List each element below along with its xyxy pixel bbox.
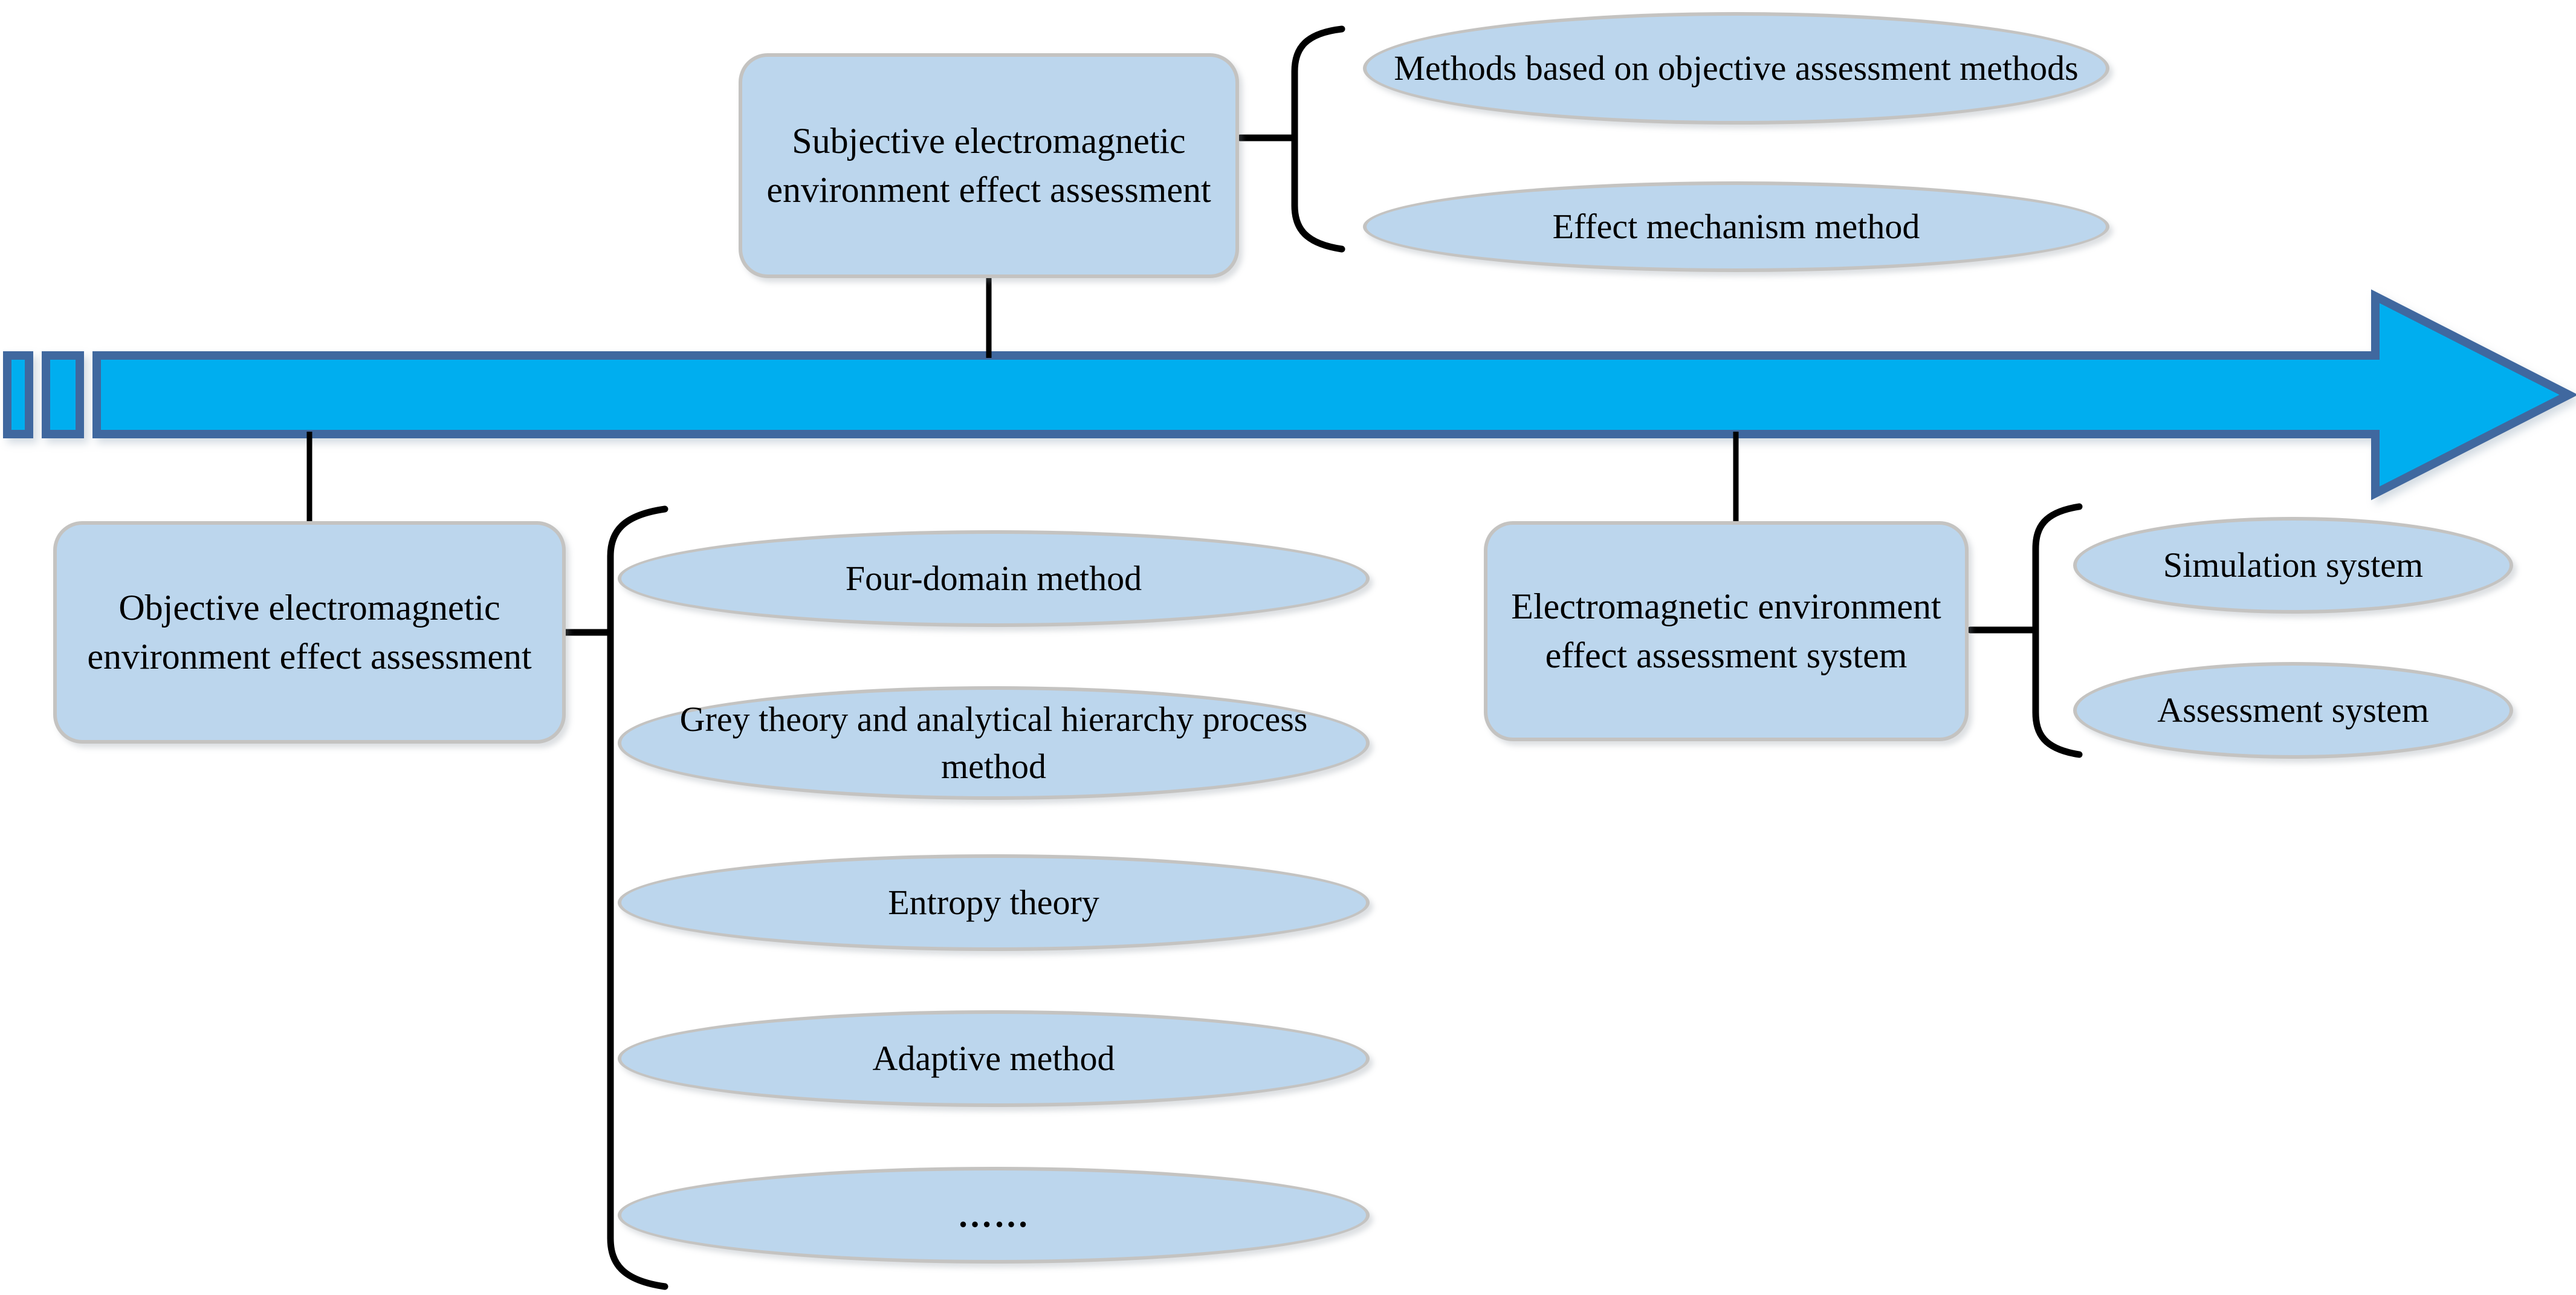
node-subjective-assessment-label: Subjective electromagnetic environment e… (766, 121, 1211, 210)
node-objective-assessment-label: Objective electromagnetic environment ef… (87, 588, 532, 677)
ellipse-assessment-system-label: Assessment system (2157, 690, 2429, 730)
brace-subjective-methods (1237, 25, 1345, 253)
node-assessment-system[interactable]: Electromagnetic environment effect asses… (1484, 521, 1969, 741)
ellipse-more-methods-label: …… (957, 1195, 1030, 1235)
ellipse-four-domain-method-label: Four-domain method (845, 558, 1142, 598)
ellipse-grey-theory-ahp-method[interactable]: Grey theory and analytical hierarchy pro… (618, 686, 1370, 800)
ellipse-entropy-theory-label: Entropy theory (888, 882, 1099, 922)
node-objective-assessment[interactable]: Objective electromagnetic environment ef… (53, 521, 566, 744)
ellipse-grey-theory-ahp-method-label: Grey theory and analytical hierarchy pro… (679, 699, 1308, 786)
ellipse-entropy-theory[interactable]: Entropy theory (618, 854, 1370, 951)
ellipse-simulation-system[interactable]: Simulation system (2073, 517, 2513, 614)
ellipse-assessment-system[interactable]: Assessment system (2073, 662, 2513, 759)
ellipse-adaptive-method[interactable]: Adaptive method (618, 1010, 1370, 1107)
ellipse-four-domain-method[interactable]: Four-domain method (618, 530, 1370, 627)
ellipse-effect-mechanism-method-label: Effect mechanism method (1552, 206, 1920, 246)
node-assessment-system-label: Electromagnetic environment effect asses… (1511, 586, 1941, 675)
ellipse-methods-based-on-objective-assessment-methods[interactable]: Methods based on objective assessment me… (1363, 12, 2109, 125)
ellipse-methods-based-on-objective-assessment-methods-label: Methods based on objective assessment me… (1394, 48, 2079, 88)
brace-system-parts (1967, 503, 2083, 758)
striped-right-arrow (3, 289, 2576, 501)
ellipse-simulation-system-label: Simulation system (2163, 545, 2424, 585)
ellipse-more-methods[interactable]: …… (618, 1167, 1370, 1264)
ellipse-effect-mechanism-method[interactable]: Effect mechanism method (1363, 181, 2109, 272)
node-subjective-assessment[interactable]: Subjective electromagnetic environment e… (739, 53, 1239, 278)
brace-objective-methods (558, 505, 668, 1290)
ellipse-adaptive-method-label: Adaptive method (872, 1038, 1115, 1078)
